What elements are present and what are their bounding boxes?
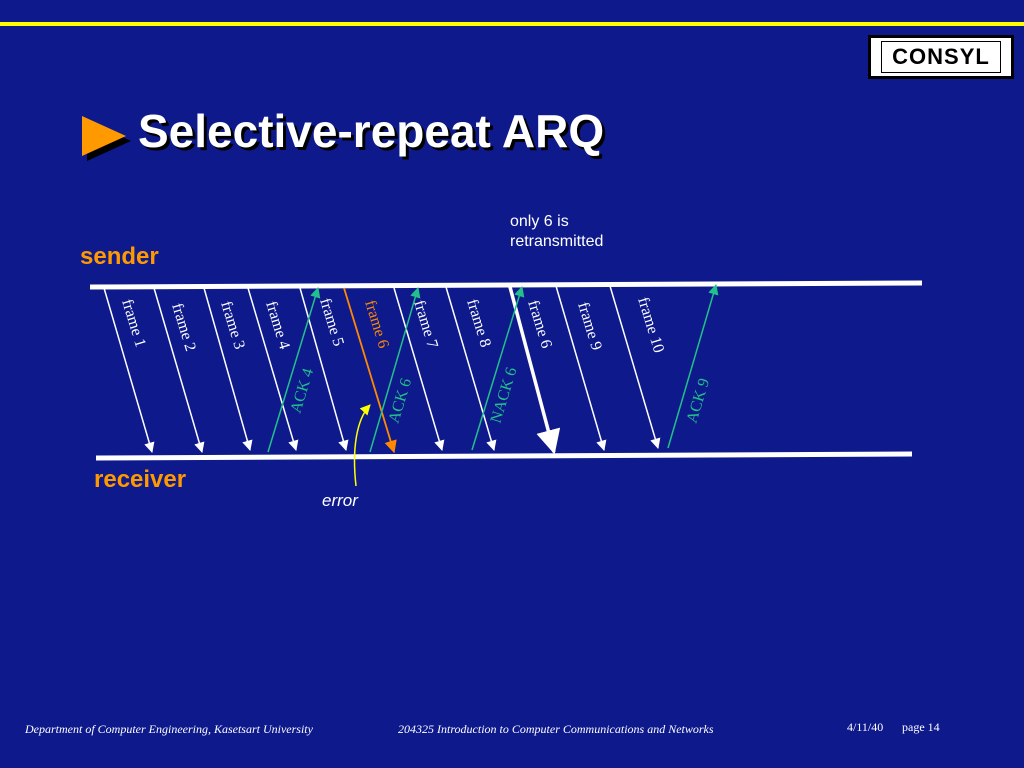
frame-arrow-7 [393,287,445,452]
frame-arrow-6-retransmit [508,286,561,455]
retransmit-note-line-1: only 6 is [510,213,569,230]
consyl-logo: CONSYL [868,35,1014,79]
frame-arrow-1 [103,287,155,454]
frame-label-9: frame 9 [574,300,605,352]
frame-label-5: frame 5 [316,296,347,348]
frame-arrow-10 [609,285,661,450]
footer-date: 4/11/40 [847,720,884,734]
receiver-label: receiver [94,466,187,493]
frame-label-2: frame 2 [168,301,199,353]
frame-label-7: frame 7 [410,298,441,350]
frame-label-1: frame 1 [118,297,149,349]
frame-arrow-6-error [343,287,397,454]
ack-labels: ACK 4 ACK 6 NACK 6 ACK 9 [288,365,714,425]
frame-arrows [103,285,661,455]
ack-arrow-9 [667,283,719,449]
retransmit-note: only 6 is retransmitted [510,212,670,252]
nack-label-6: NACK 6 [488,365,521,425]
frame-label-10: frame 10 [634,295,667,355]
ack-arrow-6 [369,286,421,453]
frame-arrow-9 [555,285,607,452]
footer-course: 204325 Introduction to Computer Communic… [398,722,714,736]
frame-arrow-3 [203,287,253,452]
footer-page-number: page 14 [902,720,940,734]
frame-label-3: frame 3 [217,299,248,351]
sender-timeline [89,280,923,290]
sender-label: sender [80,243,159,270]
retransmit-note-line-2: retransmitted [510,233,604,250]
nack-arrow-6 [471,285,525,451]
frame-labels: frame 1 frame 2 frame 3 frame 4 frame 5 … [118,295,667,355]
error-pointer-arrow [353,404,371,487]
frame-label-4: frame 4 [262,299,293,351]
frame-label-6-retransmit: frame 6 [524,298,555,350]
frame-arrow-5 [299,287,349,452]
ack-arrow-4 [267,286,321,453]
frame-arrow-8 [445,286,497,452]
ack-label-9: ACK 9 [684,376,714,425]
logo-text: CONSYL [881,41,1001,73]
top-rule [0,22,1024,26]
ack-arrows [267,283,719,453]
frame-arrow-4 [247,287,299,452]
frame-arrow-2 [153,287,205,454]
error-label: error [322,491,358,510]
receiver-timeline [95,451,913,461]
frame-label-8: frame 8 [463,297,494,349]
triangle-bullet-icon [82,116,131,161]
footer-department: Department of Computer Engineering, Kase… [25,722,313,736]
frame-label-6-error: frame 6 [361,298,392,350]
page-title: Selective-repeat ARQ [138,105,605,157]
